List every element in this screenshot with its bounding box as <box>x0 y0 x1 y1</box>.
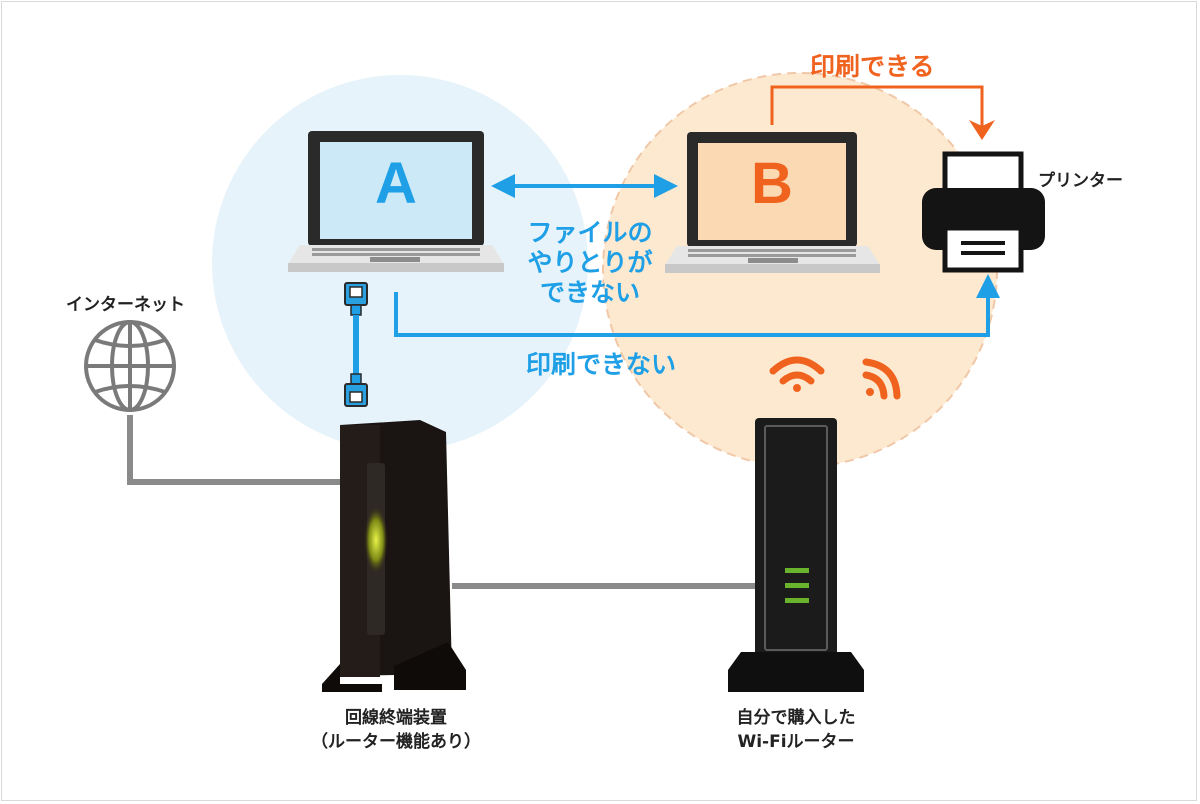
router-icon <box>322 420 466 692</box>
internet-cable <box>127 415 340 485</box>
can-print-arrow <box>770 85 984 128</box>
laptop-icon <box>288 131 504 272</box>
wifi-router-label-line1: 自分で購入した <box>736 708 856 728</box>
wifi-router-label: 自分で購入した Wi-Fiルーター <box>706 706 886 754</box>
globe-icon <box>84 320 176 412</box>
file-exchange-line3: できない <box>539 278 640 307</box>
file-exchange-label: ファイルの やりとりが できない <box>510 218 670 308</box>
printer-icon <box>922 151 1045 273</box>
file-exchange-line2: やりとりが <box>527 248 653 277</box>
can-print-arrowhead <box>969 120 995 140</box>
printer-label: プリンター <box>1038 171 1123 191</box>
pc-a-label: A <box>375 151 417 216</box>
lan-plug-icon <box>344 373 368 407</box>
pc-b-label: B <box>751 151 793 216</box>
wifi-icon <box>862 358 901 400</box>
wifi-icon <box>769 356 825 392</box>
internet-label: インターネット <box>66 295 185 315</box>
wifi-router-label-line2: Wi-Fiルーター <box>737 732 855 752</box>
file-exchange-line1: ファイルの <box>527 218 653 247</box>
can-print-label: 印刷できる <box>810 52 935 81</box>
onu-label: 回線終端装置 （ルーター機能あり） <box>286 706 506 754</box>
laptop-icon <box>665 132 880 273</box>
onu-label-line2: （ルーター機能あり） <box>311 732 481 752</box>
router-icon <box>728 418 864 692</box>
cannot-print-arrow <box>394 274 1000 337</box>
cannot-print-label: 印刷できない <box>526 350 677 379</box>
onu-label-line1: 回線終端装置 <box>345 708 447 728</box>
